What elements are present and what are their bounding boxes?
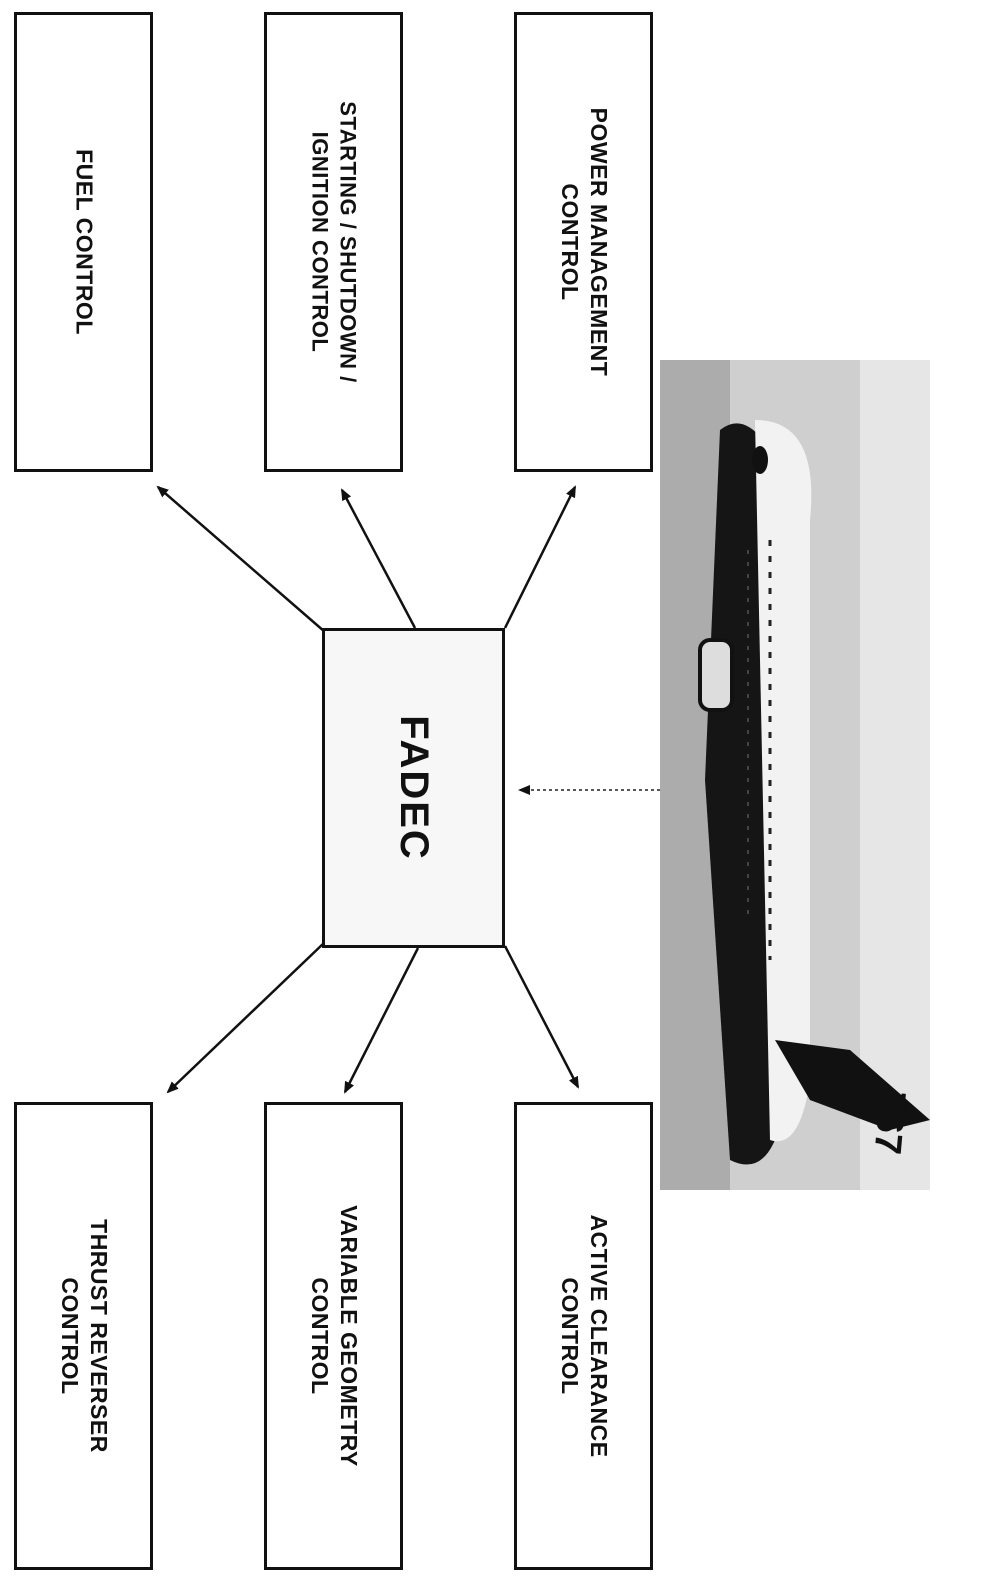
variable-geometry-label: VARIABLE GEOMETRY CONTROL — [305, 1205, 363, 1467]
aircraft-photo: 767 — [660, 360, 930, 1190]
power-management-box: POWER MANAGEMENT CONTROL — [514, 12, 653, 472]
arrow-to-power-management — [505, 487, 575, 628]
power-management-label: POWER MANAGEMENT CONTROL — [555, 108, 613, 377]
arrow-to-variable-geometry — [345, 948, 418, 1092]
thrust-reverser-box: THRUST REVERSER CONTROL — [14, 1102, 153, 1570]
fuel-control-box: FUEL CONTROL — [14, 12, 153, 472]
arrow-to-starting-control — [342, 490, 415, 628]
active-clearance-label: ACTIVE CLEARANCE CONTROL — [555, 1214, 613, 1457]
arrow-to-fuel-control — [158, 487, 325, 632]
active-clearance-box: ACTIVE CLEARANCE CONTROL — [514, 1102, 653, 1570]
tail-text: 767 — [866, 1089, 913, 1156]
arrow-to-active-clearance — [505, 946, 578, 1087]
starting-shutdown-label: STARTING / SHUTDOWN / IGNITION CONTROL — [306, 101, 361, 382]
fuel-control-label: FUEL CONTROL — [69, 149, 98, 335]
starting-shutdown-box: STARTING / SHUTDOWN / IGNITION CONTROL — [264, 12, 403, 472]
fadec-label: FADEC — [389, 715, 439, 861]
arrow-to-thrust-reverser — [168, 942, 325, 1092]
fadec-box: FADEC — [322, 628, 505, 948]
variable-geometry-box: VARIABLE GEOMETRY CONTROL — [264, 1102, 403, 1570]
thrust-reverser-label: THRUST REVERSER CONTROL — [55, 1219, 113, 1453]
